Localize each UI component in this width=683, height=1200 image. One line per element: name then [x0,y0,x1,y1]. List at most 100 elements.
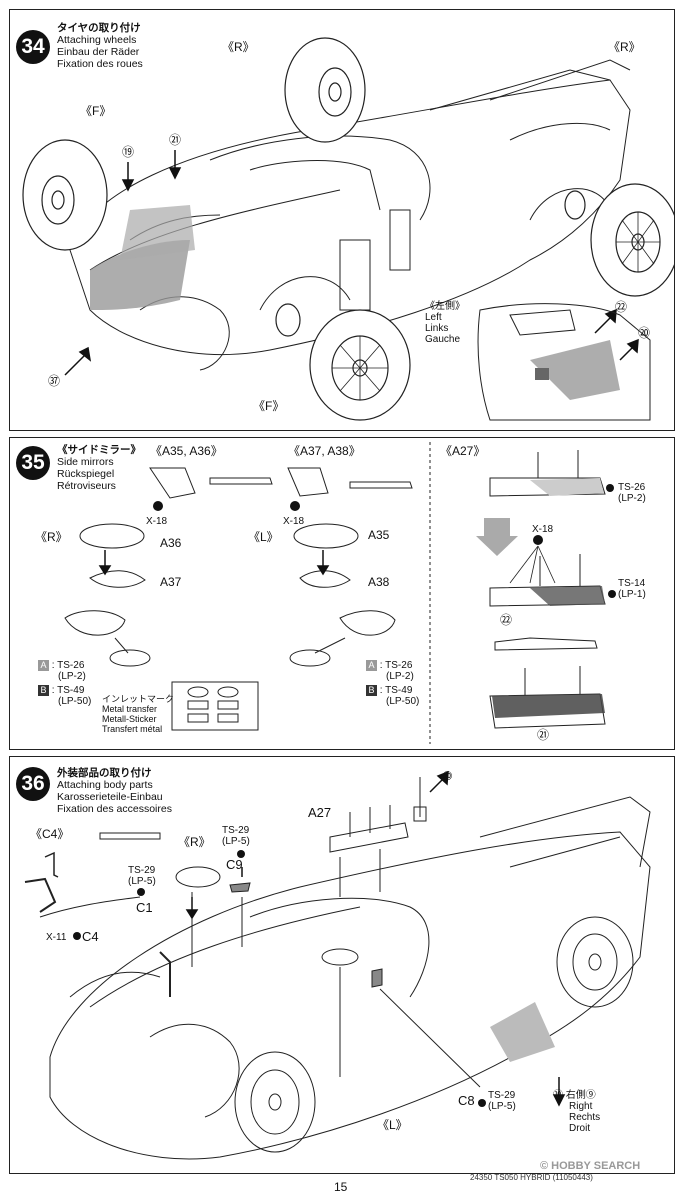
ts26: TS-26 [618,482,646,493]
part-22: ㉒ [500,613,513,627]
a27-paint-mid: TS-14 (LP-1) [618,578,646,600]
paint-legend-right: A : TS-26 (LP-2) B : TS-49 (LP-50) [366,660,419,707]
title-jp: 外装部品の取り付け [57,767,152,779]
right-num: ⑩ [553,1090,563,1101]
part-10-top: ⑩ [442,769,453,783]
step-title: 《サイドミラー》 Side mirrors Rückspiegel Rétrov… [57,444,141,492]
paint-b-text: : TS-49 [51,685,85,697]
transfer-jp: インレットマーク [102,694,175,704]
a27-paint-top: TS-26 (LP-2) [618,482,646,504]
paint-b-marker: B [366,685,377,697]
paint-a-text: : TS-26 [379,660,413,672]
label-r: 《R》 [35,530,68,544]
inset-label: 《左側》 Left Links Gauche [425,301,465,345]
paint-legend-left: A : TS-26 (LP-2) B : TS-49 (LP-50) [38,660,91,707]
right-jp: 右側 [565,1090,586,1101]
inset-part-22: ㉒ [615,300,628,314]
label-r: 《R》 [178,835,211,849]
step-36-car-drawing [24,770,651,1160]
ts29-c1: TS-29 (LP-5) [128,865,156,887]
title-jp: 《サイドミラー》 [57,444,141,456]
right-en: Right [569,1101,593,1112]
part-c1: C1 [136,900,153,915]
inset-part-20: ⑳ [638,326,651,340]
ts14: TS-14 [618,578,646,589]
inset-de: Links [425,323,449,334]
title-de: Einbau der Räder [57,46,140,58]
step-34-panel: 34 タイヤの取り付け Attaching wheels Einbau der … [9,9,675,431]
product-code: 24350 TS050 HYBRID (11050443) [470,1173,593,1182]
title-fr: Fixation des roues [57,58,143,70]
title-en: Attaching wheels [57,34,137,46]
group-a35-a36: 《A35, A36》 [150,444,223,458]
step-title: タイヤの取り付け Attaching wheels Einbau der Räd… [57,22,143,70]
title-de: Karosserieteile-Einbau [57,791,163,803]
metal-transfer-label: インレットマーク Metal transfer Metall-Sticker T… [102,694,174,734]
paint-a-sub: (LP-2) [58,671,86,683]
part-c9: C9 [226,857,243,872]
ts29-b: TS-29 [222,825,250,836]
inset-jp: 《左側》 [425,301,465,312]
paint-b-marker: B [38,685,49,697]
group-c4: 《C4》 [30,827,70,841]
part-c4: C4 [82,929,99,944]
label-l: 《L》 [248,530,279,544]
part-21: ㉑ [537,728,550,742]
step-35-drawing [64,442,616,744]
label-f-left: 《F》 [80,104,112,118]
ts29-a: TS-29 [128,865,156,876]
right-num2: ⑨ [585,1090,596,1101]
x18-right: X-18 [283,516,305,527]
lp2: (LP-2) [618,493,646,504]
transfer-de: Metall-Sticker [102,714,157,724]
right-side-label: ⑩ 右側⑨ Right Rechts Droit [553,1090,600,1134]
part-87: ㊲ [48,374,61,388]
part-21: ㉑ [169,133,182,147]
x18-left: X-18 [146,516,168,527]
step-number: 36 [16,767,50,801]
part-a37: A37 [160,575,182,589]
step-number: 34 [16,30,50,64]
group-a27: 《A27》 [440,444,486,458]
step-36-panel: 36 外装部品の取り付け Attaching body parts Kaross… [9,756,675,1174]
paint-a-sub: (LP-2) [386,671,414,683]
step-number: 35 [16,446,50,480]
title-en: Attaching body parts [57,779,153,791]
part-c8: C8 [458,1093,475,1108]
part-a27: A27 [308,805,332,820]
paint-b-sub: (LP-50) [386,696,420,708]
part-a38: A38 [368,575,390,589]
right-de: Rechts [569,1112,601,1123]
lp1: (LP-1) [618,589,646,600]
lp5-a: (LP-5) [128,876,156,887]
label-l: 《L》 [377,1118,408,1132]
paint-b-text: : TS-49 [379,685,413,697]
inset-en: Left [425,312,442,323]
transfer-fr: Transfert métal [102,724,163,734]
title-fr: Rétroviseurs [57,480,116,492]
ts29-c: TS-29 [488,1090,516,1101]
watermark: © HOBBY SEARCH [540,1160,641,1172]
page-number: 15 [334,1180,348,1194]
label-r-right: 《R》 [608,40,641,54]
ts29-c9: TS-29 (LP-5) [222,825,250,847]
paint-a-marker: A [38,660,49,671]
label-f-bottom: 《F》 [253,399,285,413]
title-jp: タイヤの取り付け [57,22,141,34]
inset-fr: Gauche [425,334,461,345]
title-en: Side mirrors [57,456,114,468]
transfer-en: Metal transfer [102,704,158,714]
group-a37-a38: 《A37, A38》 [288,444,361,458]
step-35-panel: 35 《サイドミラー》 Side mirrors Rückspiegel Rét… [9,437,675,750]
lp5-c: (LP-5) [488,1101,516,1112]
label-r-top: 《R》 [222,40,255,54]
part-a36: A36 [160,536,182,550]
right-fr: Droit [569,1123,591,1134]
part-19: ⑲ [122,145,135,159]
lp5-b: (LP-5) [222,836,250,847]
part-a35: A35 [368,528,390,542]
step-34-car-drawing [22,37,674,421]
paint-b-sub: (LP-50) [58,696,92,708]
title-fr: Fixation des accessoires [57,803,172,815]
x11: X-11 [46,932,67,943]
